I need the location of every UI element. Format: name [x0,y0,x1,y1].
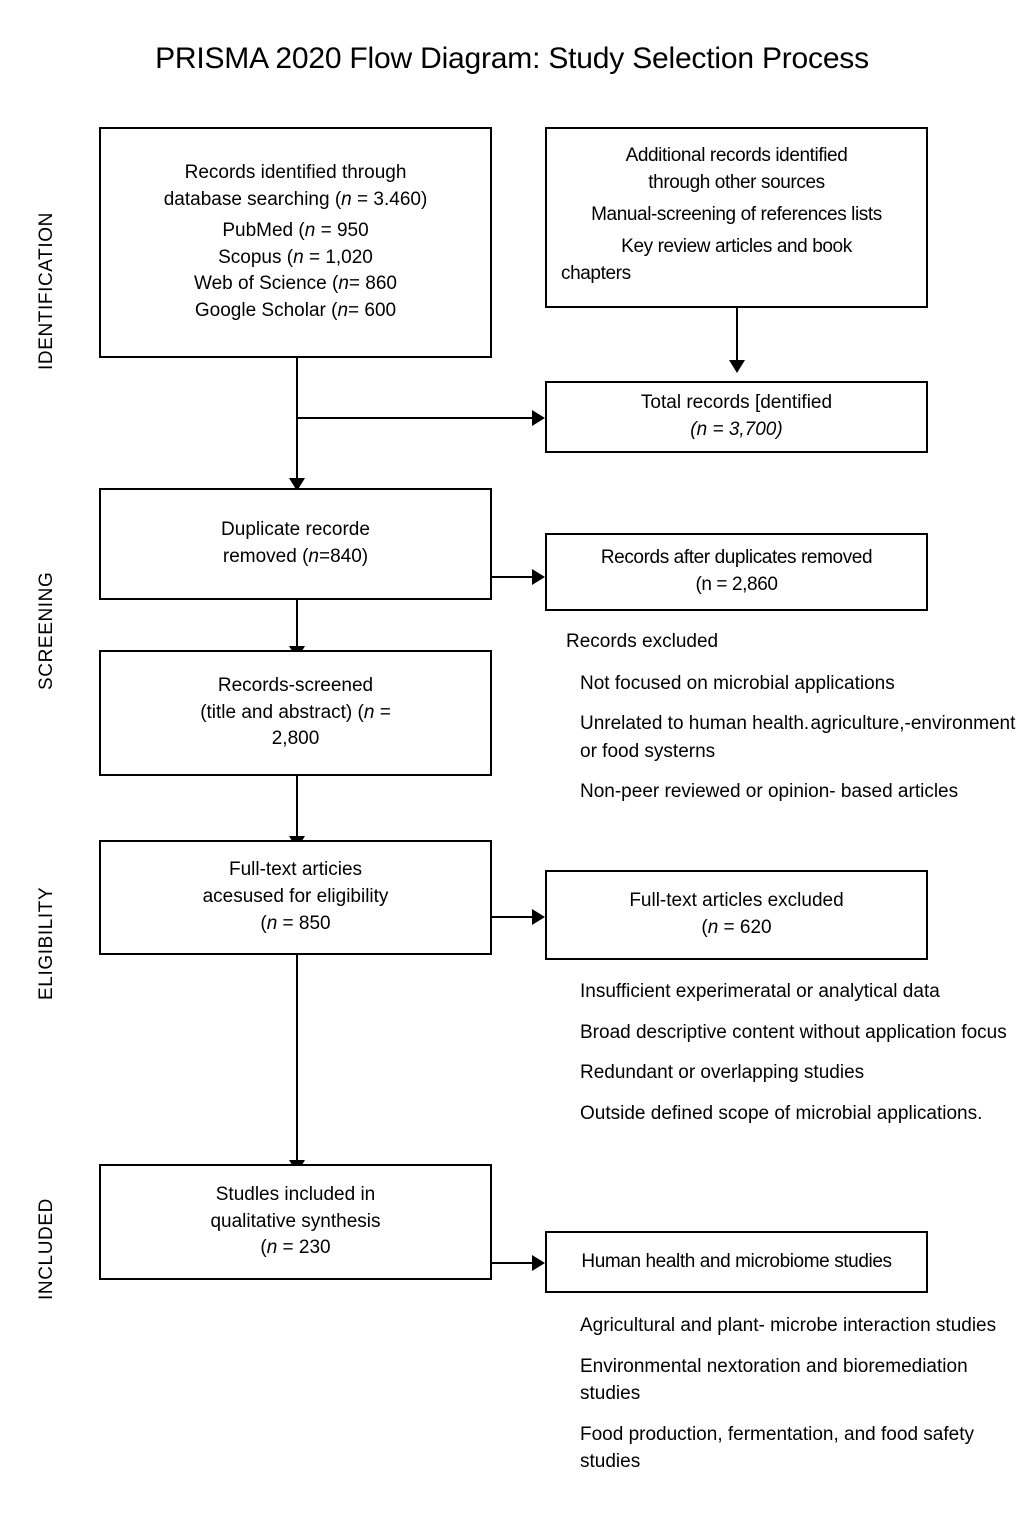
box-records-identified: Records identified through database sear… [99,127,492,358]
records-identified-line1: Records identified through [184,161,407,183]
fulltext-excluded-line2: (n = 620 [701,917,772,938]
connector-duplicates-to-screened [296,600,298,648]
box-records-after-duplicates: Records after duplicates removed (n = 2,… [545,533,928,611]
records-screened-line2: (title and abstract) (n = [200,701,391,723]
source-google-scholar: Google Scholar (n= 600 [194,300,397,322]
box-fulltext-excluded: Full-text articles excluded (n = 620 [545,870,928,960]
connector-fulltext-to-included [296,955,298,1162]
connector-identified-to-duplicates [296,358,298,480]
list-item: Food production, fermentation, and food … [580,1423,974,1473]
box-additional-records: Additional records identified through ot… [545,127,928,308]
box-records-screened: Records-screened (title and abstract) (n… [99,650,492,776]
studies-included-line3: (n = 230 [260,1237,331,1259]
arrowhead-additional-to-total [729,360,745,373]
stage-label-included: INCLUDED [36,1198,57,1300]
list-item: Non-peer reviewed or opinion- based arti… [580,781,959,803]
fulltext-excluded-line1: Full-text articles excluded [629,890,844,912]
list-item: Not focused on microbial applications [580,672,895,694]
box-studies-included: Studles included in qualitative synthesi… [99,1164,492,1280]
list-item: Agricultural and plant- microbe interact… [580,1315,997,1336]
list-item: Insufficient experimeratal or analytical… [580,981,940,1002]
arrowhead-fulltext-to-excluded [532,909,545,925]
stage-label-screening: SCREENING [36,571,57,690]
total-records-line1: Total records [dentified [640,392,833,414]
source-scopus: Scopus (n = 1,020 [218,246,373,268]
source-web-of-science: Web of Science (n= 860 [194,273,397,295]
records-identified-line2: database searching (n = 3.460) [163,188,428,210]
list-item: Redundant or overlapping studies [580,1062,865,1084]
records-after-duplicates-line1: Records after duplicates removed [600,547,873,569]
human-health-line1: Human health and microbiome studies [581,1250,892,1272]
list-records-excluded: Records excluded Not focused on microbia… [566,628,1024,806]
list-item: Environmental nextoration and bioremedia… [580,1355,968,1405]
connector-included-to-human-health [492,1262,534,1264]
stage-label-identification: IDENTIFICATION [36,212,57,370]
list-fulltext-excluded-reasons: Insufficient experimeratal or analytical… [566,978,1024,1127]
connector-additional-to-total [736,308,738,362]
box-total-records: Total records [dentified (n = 3,700) [545,381,928,453]
fulltext-assessed-line3: (n = 850 [260,912,331,934]
page-title: PRISMA 2020 Flow Diagram: Study Selectio… [155,42,869,75]
additional-records-line3: Manual-screening of references lists [591,203,882,225]
duplicates-removed-line2: removed (n=840) [222,546,369,567]
list-item: Outside defined scope of microbial appli… [580,1102,983,1124]
arrowhead-identified-to-total [532,410,545,426]
list-item: Broad descriptive content without applic… [580,1021,1007,1043]
additional-records-line4: Key review articles and book [621,235,852,257]
duplicates-removed-line1: Duplicate recorde [221,519,370,541]
total-records-line2: (n = 3,700) [690,419,783,440]
arrowhead-included-to-human-health [532,1255,545,1271]
source-pubmed: PubMed (n = 950 [222,219,369,241]
fulltext-assessed-line1: Full-text articies [228,859,363,881]
additional-records-line1: Additional records identified [625,145,848,166]
studies-included-line2: qualitative synthesis [210,1210,381,1232]
additional-records-line5: chapters [561,262,631,284]
arrowhead-identified-to-duplicates [289,478,305,491]
stage-label-eligibility: ELIGIBILITY [36,886,57,1000]
box-human-health: Human health and microbiome studies [545,1231,928,1293]
connector-duplicates-to-after [492,576,534,578]
arrowhead-duplicates-to-after [532,569,545,585]
box-fulltext-assessed: Full-text articies acesused for eligibil… [99,840,492,955]
connector-screened-to-fulltext [296,776,298,838]
connector-fulltext-to-excluded [492,916,534,918]
additional-records-line2: through other sources [648,171,825,193]
records-excluded-heading: Records excluded [566,631,719,652]
list-item: Unrelated to human health. agriculture,-… [580,713,1016,762]
list-included-categories: Agricultural and plant- microbe interact… [566,1312,1024,1476]
fulltext-assessed-line2: acesused for eligibility [202,886,389,908]
box-duplicates-removed: Duplicate recorde removed (n=840) [99,488,492,600]
records-screened-line1: Records-screened [217,674,374,696]
studies-included-line1: Studles included in [215,1183,376,1205]
records-after-duplicates-line2: (n = 2,860 [695,574,778,595]
records-screened-line3: 2,800 [271,728,320,750]
connector-identified-to-total [296,417,534,419]
